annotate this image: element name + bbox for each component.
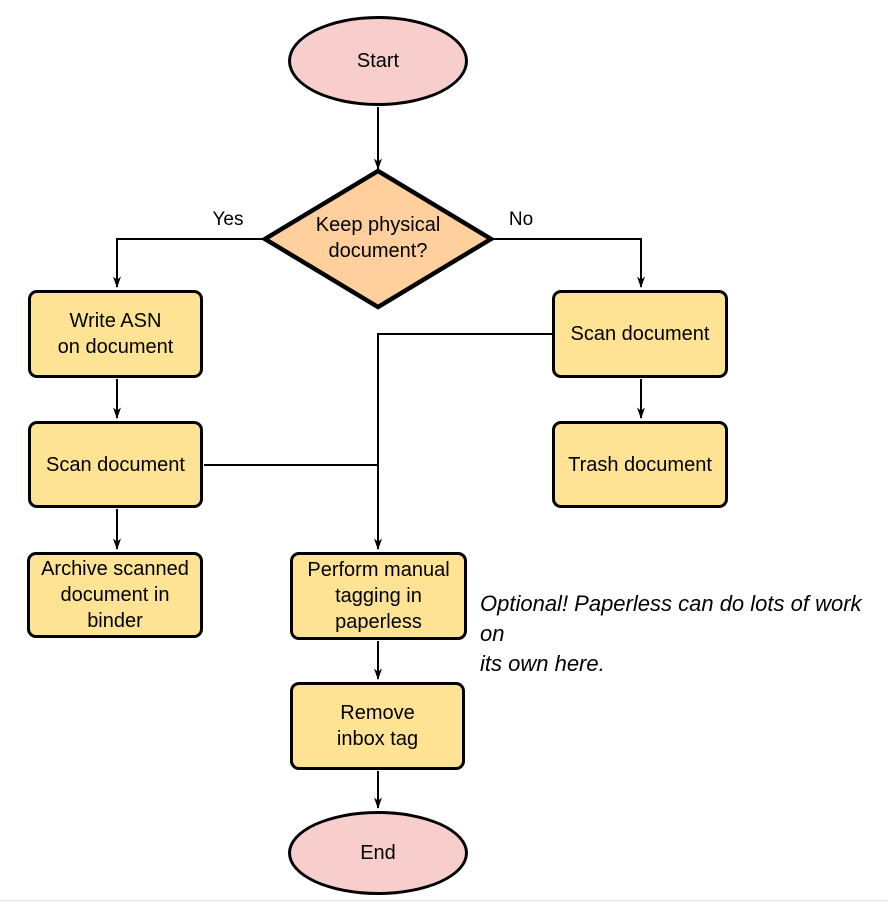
decision-keep-physical-document-shape bbox=[260, 168, 496, 310]
annotation-optional-note: Optional! Paperless can do lots of work … bbox=[480, 591, 862, 676]
perform-manual-tagging-label: Perform manual tagging in paperless bbox=[307, 559, 450, 633]
edge-label-no: No bbox=[508, 209, 534, 230]
scan-document-right-label: Scan document bbox=[570, 323, 710, 345]
start-terminal: Start bbox=[288, 16, 468, 106]
end-label: End bbox=[360, 842, 396, 864]
page-bottom-divider bbox=[0, 900, 888, 901]
process-perform-manual-tagging: Perform manual tagging in paperless bbox=[290, 552, 467, 640]
scan-document-left-label: Scan document bbox=[46, 453, 185, 476]
edge-decision-no-to-scan-right bbox=[492, 238, 645, 288]
edge-decision-yes-to-write-asn bbox=[113, 238, 264, 288]
process-remove-inbox-tag: Remove inbox tag bbox=[290, 682, 465, 770]
decision-keep-physical-document-label: Keep physical document? bbox=[315, 214, 441, 262]
process-trash-document: Trash document bbox=[552, 421, 728, 508]
start-label: Start bbox=[356, 50, 400, 72]
end-terminal: End bbox=[288, 811, 468, 895]
write-asn-label: Write ASN on document bbox=[57, 310, 174, 358]
archive-label: Archive scanned document in binder bbox=[41, 558, 189, 632]
edge-label-yes: Yes bbox=[212, 209, 244, 230]
edge-scan-right-to-tagging bbox=[374, 333, 552, 550]
process-write-asn-on-document: Write ASN on document bbox=[28, 290, 203, 378]
trash-document-label: Trash document bbox=[568, 453, 712, 476]
process-scan-document-left: Scan document bbox=[28, 421, 203, 508]
process-archive-scanned-document: Archive scanned document in binder bbox=[27, 552, 203, 638]
process-scan-document-right: Scan document bbox=[552, 290, 728, 378]
remove-inbox-tag-label: Remove inbox tag bbox=[336, 702, 419, 750]
